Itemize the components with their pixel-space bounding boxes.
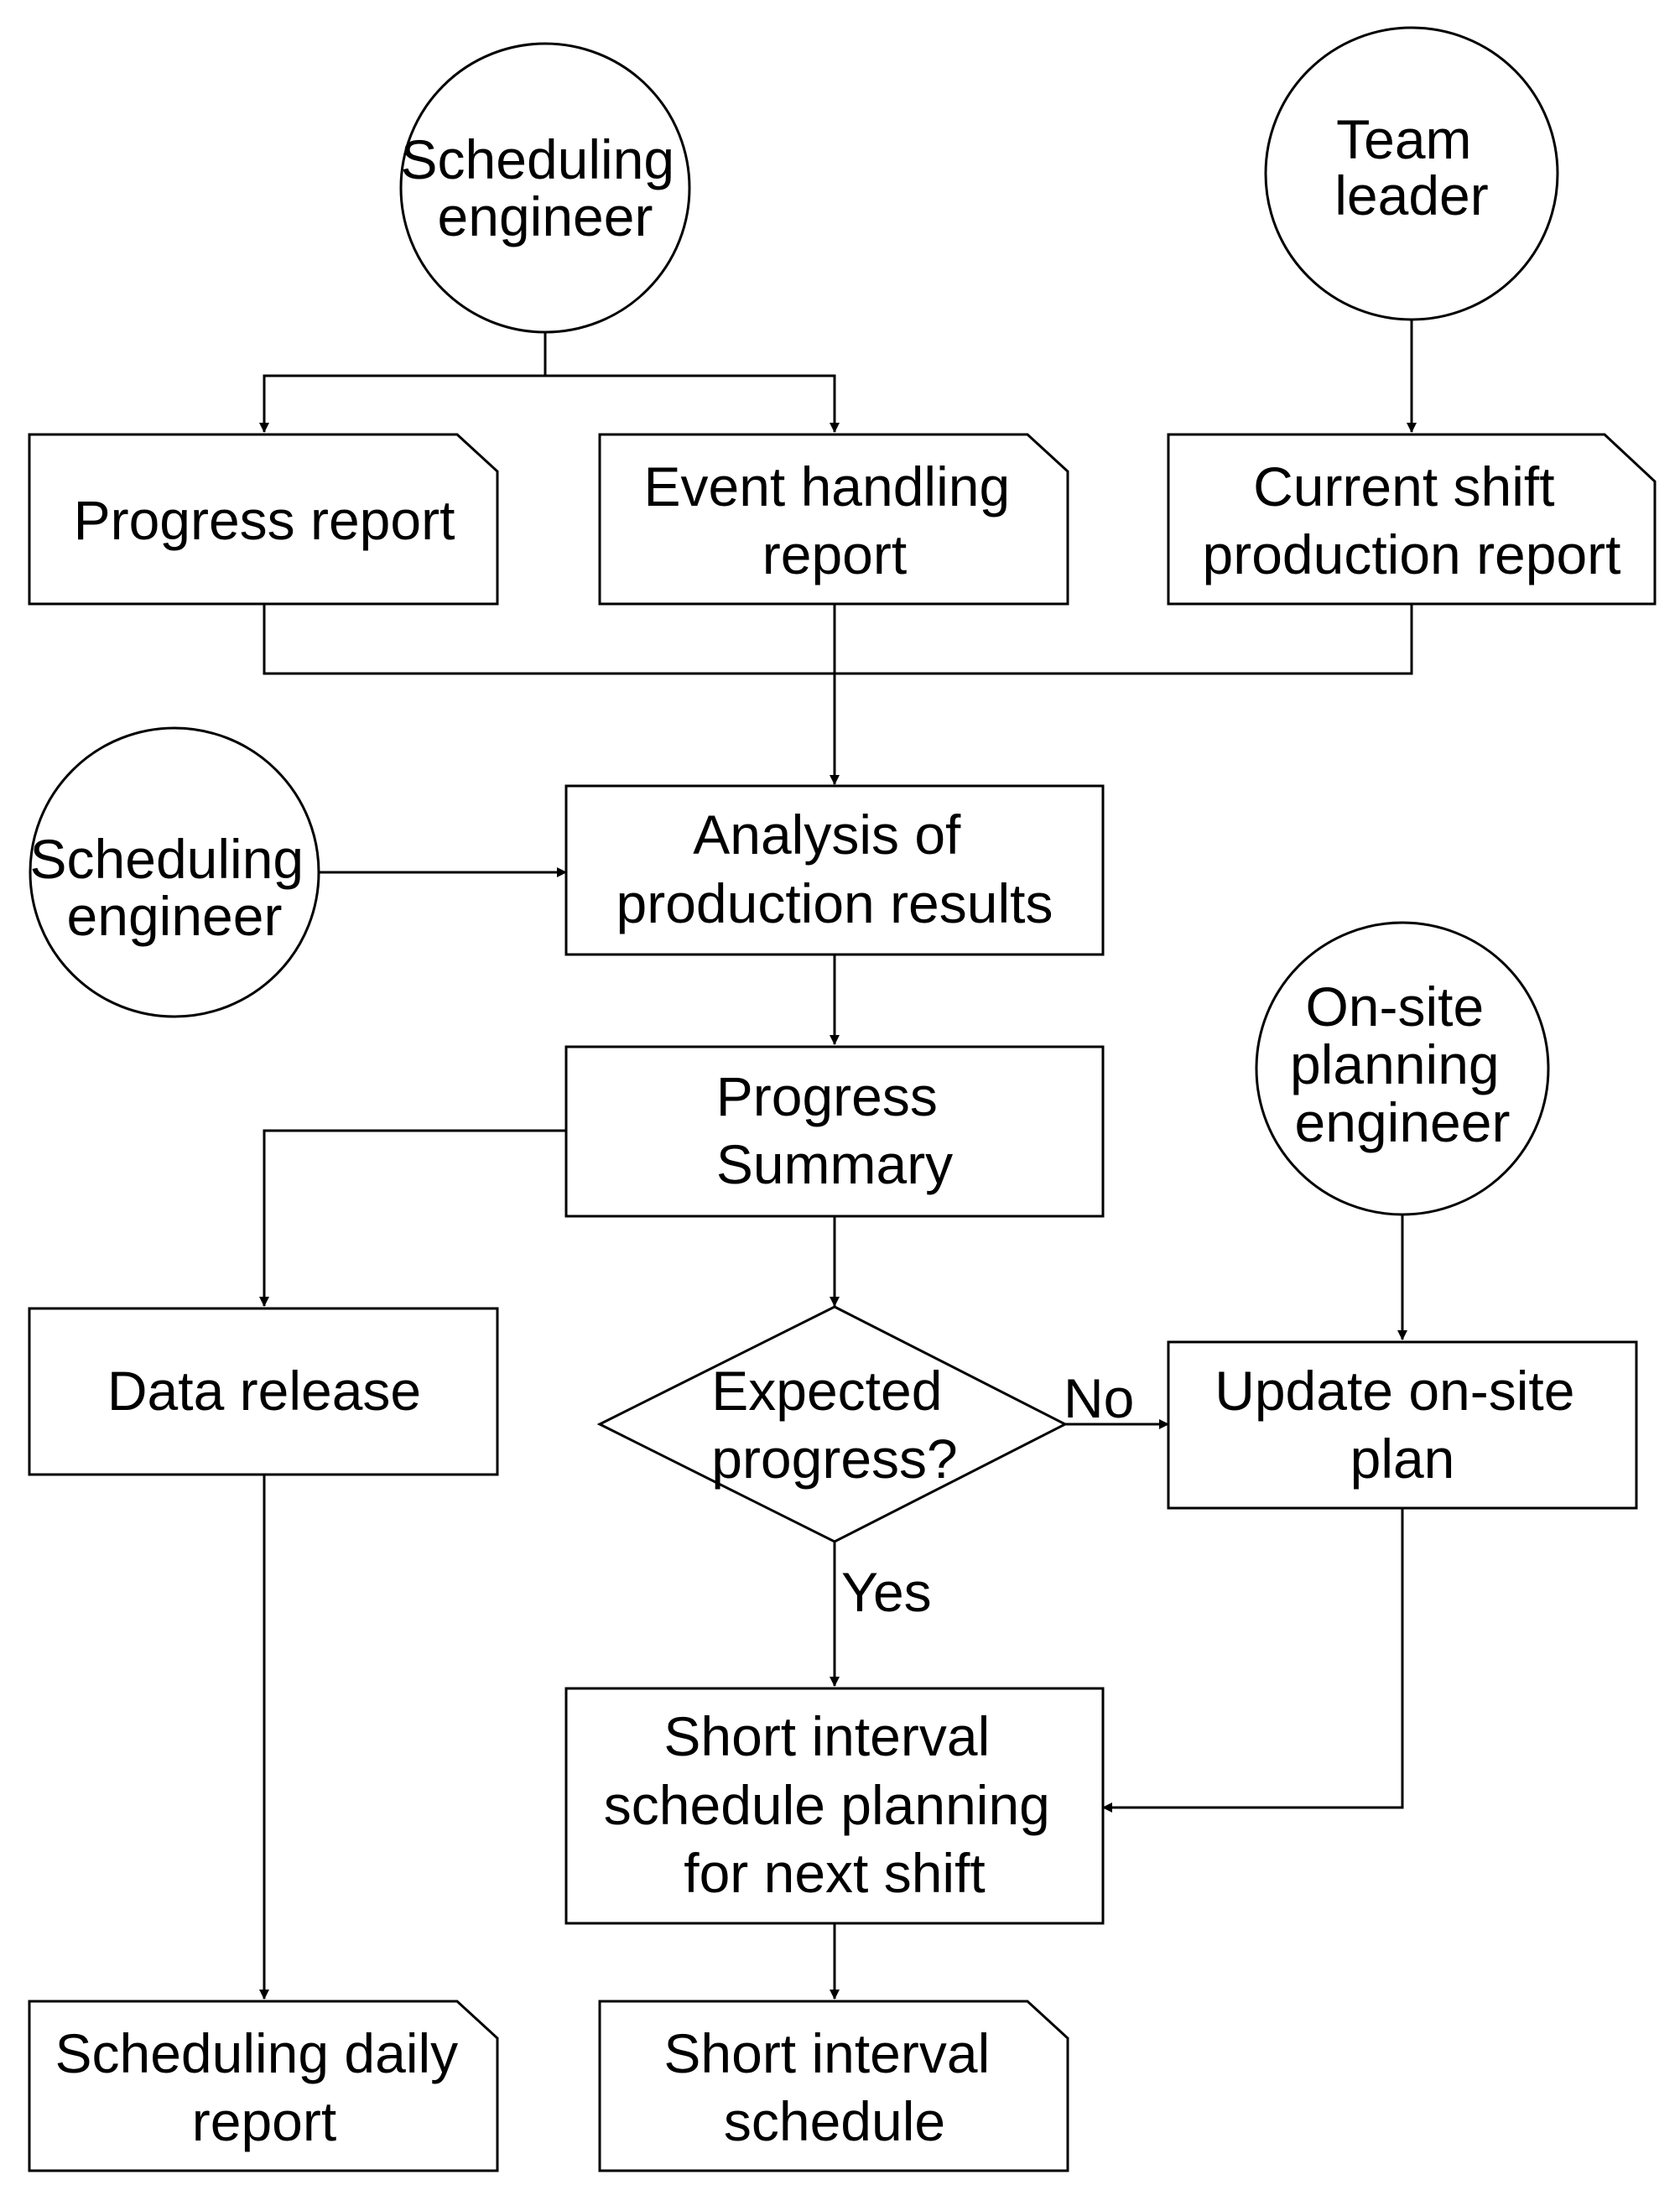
connector-top-engineer-to-reports <box>259 331 547 433</box>
actor-scheduling-engineer-mid: Scheduling engineer <box>30 828 320 947</box>
document-shape-progress-report <box>28 433 499 606</box>
actor-team-leader: Team leader <box>1334 108 1488 226</box>
process-progress-summary: Progress Summary <box>716 1065 953 1195</box>
document-shape-short-interval-schedule <box>598 2000 1069 2172</box>
process-box-short-interval-planning <box>564 1687 1105 1925</box>
decision-no-label: No <box>1064 1367 1134 1429</box>
actor-scheduling-engineer-top: Scheduling engineer <box>401 128 690 247</box>
connector-summary-to-data-release <box>259 1129 566 1307</box>
process-box-analysis <box>564 784 1105 956</box>
connector-top-engineer-to-event-report <box>545 374 840 433</box>
process-short-interval-planning: Short interval schedule planning for nex… <box>604 1705 1065 1904</box>
connector-update-to-planning <box>1102 1508 1404 1813</box>
connector-reports-merge <box>263 604 1413 784</box>
process-update-plan: Update on-site plan <box>1214 1360 1590 1490</box>
process-data-release: Data release <box>107 1360 421 1422</box>
decision-diamond <box>596 1305 1069 1543</box>
document-current-shift-report: Current shift production report <box>1203 455 1621 585</box>
document-progress-report: Progress report <box>74 489 455 551</box>
actor-circle-scheduling-engineer-top <box>399 42 691 334</box>
document-shape-scheduling-daily-report <box>28 2000 499 2172</box>
actor-circle-team-leader <box>1264 26 1559 321</box>
document-scheduling-daily-report: Scheduling daily report <box>55 2022 473 2152</box>
document-short-interval-schedule: Short interval schedule <box>663 2022 1005 2152</box>
decision-text: Expected progress? <box>711 1360 958 1490</box>
actor-onsite-planning-engineer: On-site planning engineer <box>1290 975 1515 1153</box>
document-event-handling-report: Event handling report <box>643 455 1025 585</box>
document-shape-current-shift-report <box>1167 433 1657 606</box>
process-box-data-release <box>28 1307 499 1476</box>
process-box-update-plan <box>1167 1340 1638 1510</box>
decision-yes-label: Yes <box>841 1561 932 1623</box>
process-box-progress-summary <box>564 1045 1105 1218</box>
actor-circle-onsite-planning-engineer <box>1255 921 1550 1216</box>
document-shape-event-handling-report <box>598 433 1069 606</box>
actor-circle-scheduling-engineer-mid <box>29 726 320 1018</box>
process-analysis: Analysis of production results <box>616 804 1053 934</box>
